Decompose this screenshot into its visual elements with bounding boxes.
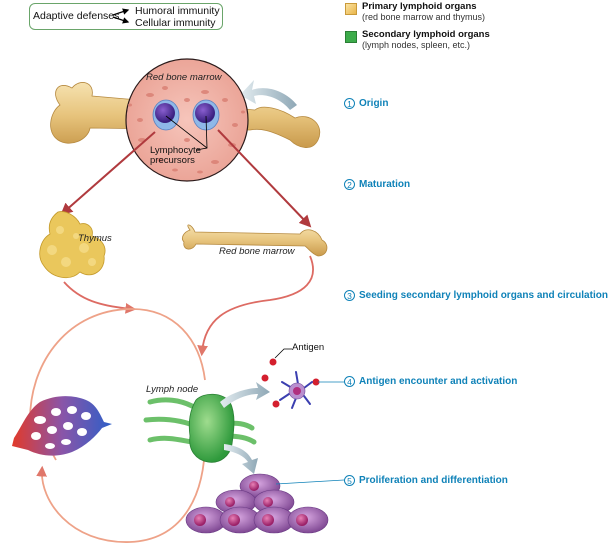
step-5-proliferation: 5 Proliferation and differentiation bbox=[344, 475, 508, 486]
lymphocyte-precursor-cell bbox=[152, 99, 180, 131]
humoral-immunity-label: Humoral immunity bbox=[135, 5, 220, 17]
circulation-loop bbox=[29, 308, 206, 421]
cellular-immunity-label: Cellular immunity bbox=[135, 17, 216, 29]
step-label: Origin bbox=[359, 98, 389, 109]
step-number: 3 bbox=[344, 290, 355, 301]
legend-primary-subtitle: (red bone marrow and thymus) bbox=[362, 12, 486, 22]
red-bone-marrow-circle-label: Red bone marrow bbox=[146, 72, 222, 83]
marrow-seeding-path bbox=[197, 255, 314, 357]
legend-secondary-subtitle: (lymph nodes, spleen, etc.) bbox=[362, 40, 471, 50]
lymphocyte-precursors-label: Lymphocyte precursors bbox=[150, 145, 201, 166]
thymus-label: Thymus bbox=[78, 233, 112, 244]
step-label: Antigen encounter and activation bbox=[359, 376, 518, 387]
step-label: Maturation bbox=[359, 179, 411, 190]
step-1-origin: 1 Origin bbox=[344, 98, 388, 109]
legend-primary-title: Primary lymphoid organs bbox=[362, 1, 477, 12]
antigen-leader-line bbox=[274, 348, 292, 359]
lymphocyte-precursor-cell bbox=[192, 99, 220, 131]
thymus-seeding-path bbox=[63, 281, 137, 314]
adaptive-defenses-label: Adaptive defenses bbox=[33, 10, 120, 22]
legend-swatch-secondary bbox=[345, 31, 357, 43]
arrow-to-thymus bbox=[60, 131, 156, 216]
step-number: 2 bbox=[344, 179, 355, 190]
step-number: 5 bbox=[344, 475, 355, 486]
step-label: Seeding secondary lymphoid organs and ci… bbox=[359, 290, 608, 301]
legend-secondary-title: Secondary lymphoid organs bbox=[362, 29, 490, 40]
legend-swatch-primary bbox=[345, 3, 357, 15]
thymus-illustration bbox=[39, 211, 106, 279]
lymph-node-illustration bbox=[143, 393, 257, 463]
activation-arrow bbox=[220, 382, 270, 408]
arrow-to-bone-marrow bbox=[217, 129, 312, 228]
marrow-inspect-arrow bbox=[240, 80, 297, 110]
step-5-leader-line bbox=[275, 479, 345, 485]
step-number: 4 bbox=[344, 376, 355, 387]
lymph-node-label: Lymph node bbox=[146, 384, 199, 395]
red-bone-marrow-circle bbox=[125, 58, 249, 182]
antigen-label: Antigen bbox=[292, 342, 325, 353]
effector-cell-cluster bbox=[185, 473, 329, 534]
red-bone-marrow-bone-label: Red bone marrow bbox=[219, 246, 295, 257]
circulation-loop-lower bbox=[36, 439, 206, 543]
capillary-bed bbox=[12, 396, 112, 456]
step-2-maturation: 2 Maturation bbox=[344, 179, 410, 190]
adaptive-defenses-box bbox=[29, 3, 223, 30]
bone-red-marrow bbox=[182, 224, 328, 257]
step-4-antigen-encounter: 4 Antigen encounter and activation bbox=[344, 376, 517, 387]
step-label: Proliferation and differentiation bbox=[359, 475, 508, 486]
proliferation-arrow bbox=[224, 444, 258, 474]
step-number: 1 bbox=[344, 98, 355, 109]
branch-arrows bbox=[112, 8, 130, 24]
activated-lymphocyte bbox=[279, 371, 313, 409]
antigen-particles bbox=[261, 358, 320, 408]
step-3-seeding: 3 Seeding secondary lymphoid organs and … bbox=[344, 290, 608, 301]
